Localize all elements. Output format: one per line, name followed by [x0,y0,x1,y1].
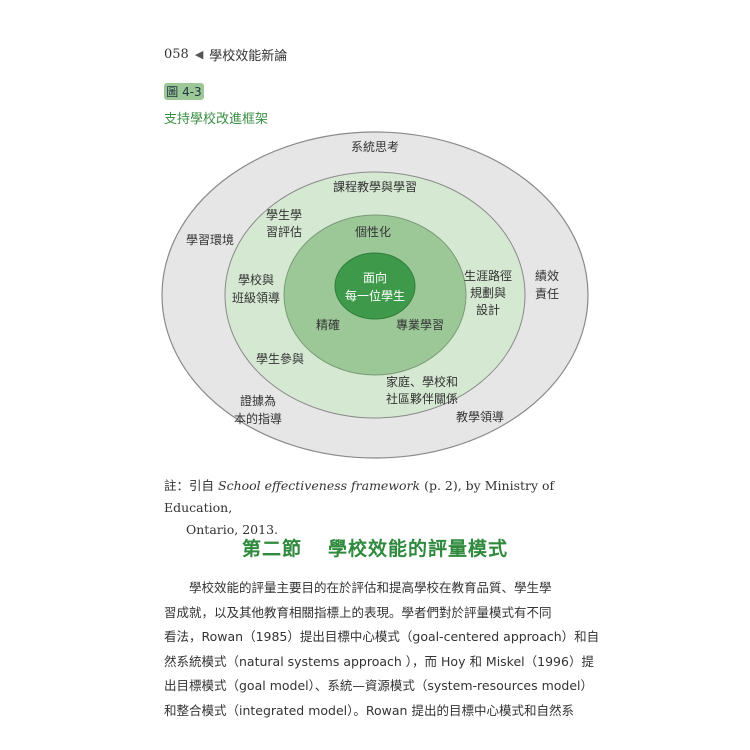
label-assessment-2: 習評估 [266,224,302,239]
label-partnership-2: 社區夥伴關係 [386,391,458,406]
arrow-left-icon: ◀ [194,48,204,61]
body-line: 習成就，以及其他教育相關指標上的表現。學者們對於評量模式有不同 [164,604,552,620]
label-student-engagement: 學生參與 [256,351,304,366]
label-career-2: 規劃與 [470,285,506,300]
figure-note: 註：引自 School effectiveness framework (p. … [164,475,574,541]
label-accountability-2: 責任 [535,287,559,301]
page-number: 058 [164,47,189,62]
label-professional-learning: 專業學習 [396,318,444,332]
body-line: 看法，Rowan（1985）提出目標中心模式（goal-centered app… [164,629,600,644]
label-curriculum: 課程教學與學習 [333,179,417,194]
label-instructional-leadership: 教學領導 [456,409,504,424]
book-title: 學校效能新論 [209,49,288,64]
note-prefix: 引自 [189,478,218,493]
label-school-leadership-1: 學校與 [238,272,274,287]
note-suffix: (p. 2), by Ministry of Education, [164,478,555,515]
framework-diagram: 系統思考 學習環境 績效 責任 證據為 本的指導 教學領導 課程教學與學習 學生… [161,131,589,459]
label-school-leadership-2: 班級領導 [232,290,280,305]
label-precision: 精確 [316,317,340,332]
body-line: 學校效能的評量主要目的在於評估和提高學校在教育品質、學生學 [189,580,552,595]
label-partnership-1: 家庭、學校和 [386,374,458,389]
label-assessment-1: 學生學 [266,208,302,222]
section-number: 第二節 [241,538,302,560]
label-career-3: 設計 [476,302,500,317]
label-career-1: 生涯路徑 [464,268,512,283]
section-heading: 第二節 學校效能的評量模式 [0,534,750,561]
label-evidence-1: 證據為 [240,393,276,408]
label-accountability-1: 績效 [535,268,559,283]
note-source-title: School effectiveness framework [218,478,421,493]
running-header: 058 ◀ 學校效能新論 [164,45,287,64]
figure-label: 圖 4-3 [164,83,204,100]
label-learning-environment: 學習環境 [186,232,234,247]
label-personalization: 個性化 [355,225,391,239]
label-systems-thinking: 系統思考 [351,140,399,154]
label-center-2: 每一位學生 [345,288,405,303]
label-evidence-2: 本的指導 [234,411,282,426]
note-line-2: Ontario, 2013. [186,522,279,537]
body-line: 和整合模式（integrated model）。Rowan 提出的目標中心模式和… [164,702,574,718]
body-line: 出目標模式（goal model）、系統—資源模式（system-resourc… [164,678,594,693]
ring-inner [334,252,416,320]
section-title: 學校效能的評量模式 [328,538,509,560]
label-center-1: 面向 [363,270,387,285]
note-label: 註： [164,478,190,493]
figure-caption: 支持學校改進框架 [164,112,269,127]
body-line: 然系統模式（natural systems approach ），而 Hoy 和… [164,653,594,669]
body-paragraph: 學校效能的評量主要目的在於評估和提高學校在教育品質、學生學 習成就，以及其他教育… [164,576,600,723]
